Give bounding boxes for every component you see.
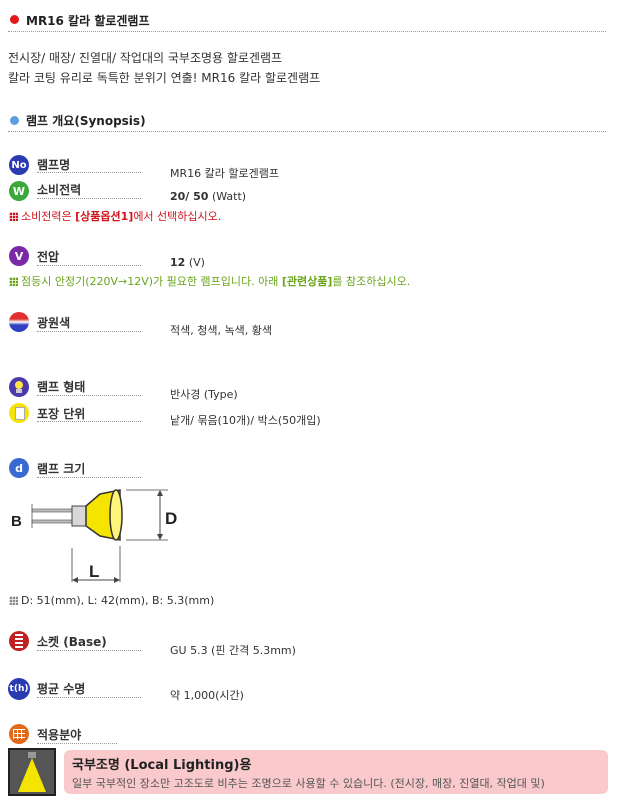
voltage-note: 점등시 안정기(220V→12V)가 필요한 램프입니다. 아래 [관련상품]를… [9, 273, 410, 289]
base-value: GU 5.3 (핀 간격 5.3mm) [170, 644, 296, 657]
dimension-b-label: B [11, 513, 22, 530]
section-header: 램프 개요(Synopsis) [8, 110, 606, 132]
lamp-name-label: 램프명 [37, 158, 71, 172]
power-note: 소비전력은 [상품옵션1]에서 선택하십시오. [9, 208, 221, 224]
package-icon [9, 403, 29, 423]
voltage-number: 12 [170, 256, 186, 269]
intro-text: 전시장/ 매장/ 진열대/ 작업대의 국부조명용 할로겐램프 칼라 코팅 유리로… [8, 48, 320, 88]
power-note-post: 에서 선택하십시오. [133, 210, 222, 223]
header-divider [8, 31, 606, 32]
section-divider [8, 131, 606, 132]
light-color-label: 광원색 [37, 316, 71, 330]
blue-dot-icon [10, 116, 19, 125]
application-icon [9, 724, 29, 744]
power-label: 소비전력 [37, 183, 82, 197]
page-title: MR16 칼라 할로겐램프 [26, 14, 150, 28]
life-dots [37, 697, 141, 698]
packing-label: 포장 단위 [37, 407, 86, 421]
light-color-icon [9, 312, 29, 332]
intro-line-2: 칼라 코팅 유리로 독특한 분위기 연출! MR16 칼라 할로겐램프 [8, 71, 321, 85]
hours-icon: t(h) [8, 678, 30, 700]
socket-icon [9, 631, 29, 651]
usage-dots [37, 743, 117, 744]
lamp-dimension-diagram: D L B [11, 489, 177, 583]
dimension-l-label: L [89, 562, 99, 581]
section-title: 램프 개요(Synopsis) [26, 114, 146, 128]
red-dot-icon [10, 15, 19, 24]
lamp-neck [71, 505, 87, 527]
voltage-dots [37, 265, 141, 266]
header: MR16 칼라 할로겐램프 [8, 10, 606, 32]
light-color-value: 적색, 청색, 녹색, 황색 [170, 324, 272, 337]
volt-icon: V [9, 246, 29, 266]
spotlight-icon [8, 748, 56, 796]
voltage-value: 12 (V) [170, 256, 205, 269]
voltage-unit: (V) [188, 256, 205, 269]
intro-line-1: 전시장/ 매장/ 진열대/ 작업대의 국부조명용 할로겐램프 [8, 51, 283, 65]
base-dots [37, 650, 141, 651]
power-note-option: [상품옵션1] [75, 210, 134, 223]
power-unit: (Watt) [211, 190, 247, 203]
voltage-note-related: [관련상품] [281, 275, 333, 288]
application-title: 국부조명 (Local Lighting)용 [72, 758, 252, 773]
voltage-label: 전압 [37, 250, 60, 264]
bulb-icon [9, 377, 29, 397]
power-number: 20/ 50 [170, 190, 209, 203]
packing-value: 낱개/ 묶음(10개)/ 박스(50개입) [170, 414, 321, 427]
lamp-size-text: D: 51(mm), L: 42(mm), B: 5.3(mm) [21, 594, 215, 607]
grid-bullet-icon [9, 596, 18, 605]
lamp-name-value: MR16 칼라 할로겐램프 [170, 167, 279, 180]
lamp-pin [31, 519, 75, 524]
number-icon: No [9, 155, 29, 175]
life-value: 약 1,000(시간) [170, 689, 244, 702]
grid-bullet-icon [9, 212, 18, 221]
grid-bullet-icon [9, 277, 18, 286]
life-label: 평균 수명 [37, 682, 86, 696]
lamp-shape-value: 반사경 (Type) [170, 388, 238, 401]
lamp-size-dots [37, 477, 141, 478]
application-box: 국부조명 (Local Lighting)용 일부 국부적인 장소만 고조도로 … [64, 750, 608, 794]
base-label: 소켓 (Base) [37, 635, 107, 649]
dimension-d-label: D [165, 509, 177, 528]
power-note-pre: 소비전력은 [21, 210, 76, 223]
usage-label: 적용분야 [37, 728, 82, 742]
power-dots [37, 198, 141, 199]
lamp-size-label: 램프 크기 [37, 462, 86, 476]
light-color-dots [37, 331, 141, 332]
watt-icon: W [9, 181, 29, 201]
lamp-shape-label: 램프 형태 [37, 380, 86, 394]
application-desc: 일부 국부적인 장소만 고조도로 비추는 조명으로 사용할 수 있습니다. (전… [72, 777, 545, 790]
lamp-size-value: D: 51(mm), L: 42(mm), B: 5.3(mm) [9, 594, 214, 607]
lamp-face [109, 489, 123, 541]
power-value: 20/ 50 (Watt) [170, 190, 246, 203]
dimension-icon: d [9, 458, 29, 478]
lamp-pin [31, 508, 75, 513]
packing-dots [37, 421, 141, 422]
voltage-note-post: 를 참조하십시오. [332, 275, 411, 288]
lamp-name-dots [37, 172, 141, 173]
lamp-shape-dots [37, 395, 141, 396]
voltage-note-pre: 점등시 안정기(220V→12V)가 필요한 램프입니다. 아래 [21, 275, 282, 288]
